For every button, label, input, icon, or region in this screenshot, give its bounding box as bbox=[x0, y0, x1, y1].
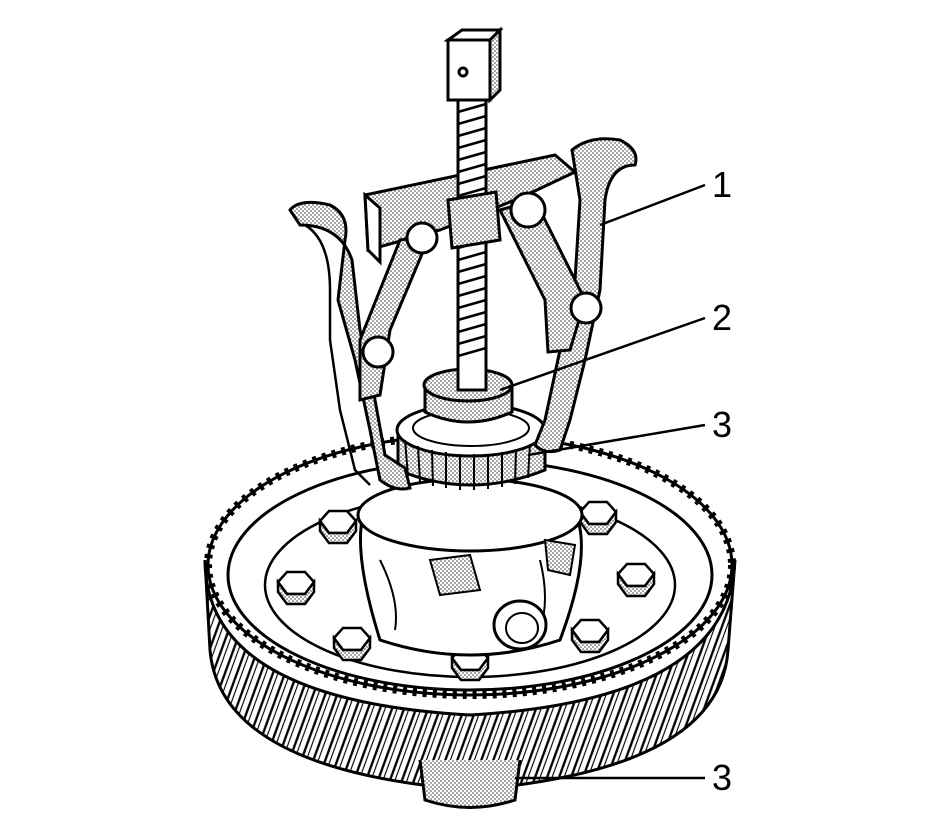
callout-label-puller: 1 bbox=[712, 164, 732, 205]
leader-line-pilot bbox=[499, 316, 706, 392]
bearing-puller bbox=[288, 26, 638, 491]
differential-case bbox=[356, 477, 584, 657]
leader-line-upper-bearing bbox=[527, 423, 706, 457]
callout-label-pilot: 2 bbox=[712, 297, 732, 338]
leader-line-puller bbox=[599, 183, 706, 227]
callout-label-lower-bearing: 3 bbox=[712, 757, 732, 798]
callout-labels: 1 2 3 3 bbox=[712, 164, 732, 798]
callout-leaders bbox=[499, 183, 706, 780]
callout-label-upper-bearing: 3 bbox=[712, 404, 732, 445]
